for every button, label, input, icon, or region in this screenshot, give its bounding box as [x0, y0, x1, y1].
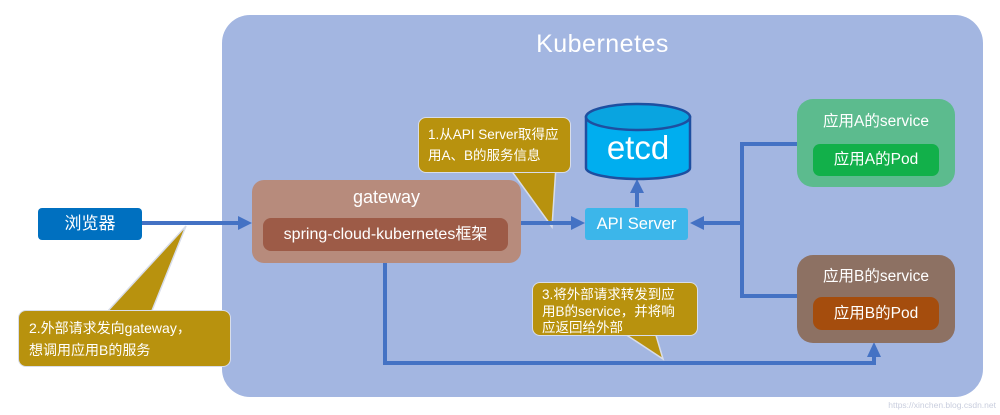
browser-node: 浏览器: [38, 208, 142, 240]
service-b-title: 应用B的service: [823, 268, 929, 285]
callout-step1: 1.从API Server取得应 用A、B的服务信息: [418, 117, 571, 173]
etcd-node: etcd: [606, 129, 670, 166]
callout-step3: 3.将外部请求转发到应 用B的service，并将响 应返回给外部: [532, 282, 698, 336]
api-server-node: API Server: [585, 208, 688, 240]
kubernetes-title: Kubernetes: [536, 30, 669, 58]
watermark-text: https://xinchen.blog.csdn.net: [888, 400, 996, 410]
gateway-framework-box: spring-cloud-kubernetes框架: [263, 218, 508, 251]
pod-b-node: 应用B的Pod: [813, 297, 939, 330]
callout-step2: 2.外部请求发向gateway， 想调用应用B的服务: [18, 310, 231, 367]
gateway-title: gateway: [352, 187, 421, 207]
service-a-title: 应用A的service: [823, 113, 929, 130]
pod-a-node: 应用A的Pod: [813, 144, 939, 176]
